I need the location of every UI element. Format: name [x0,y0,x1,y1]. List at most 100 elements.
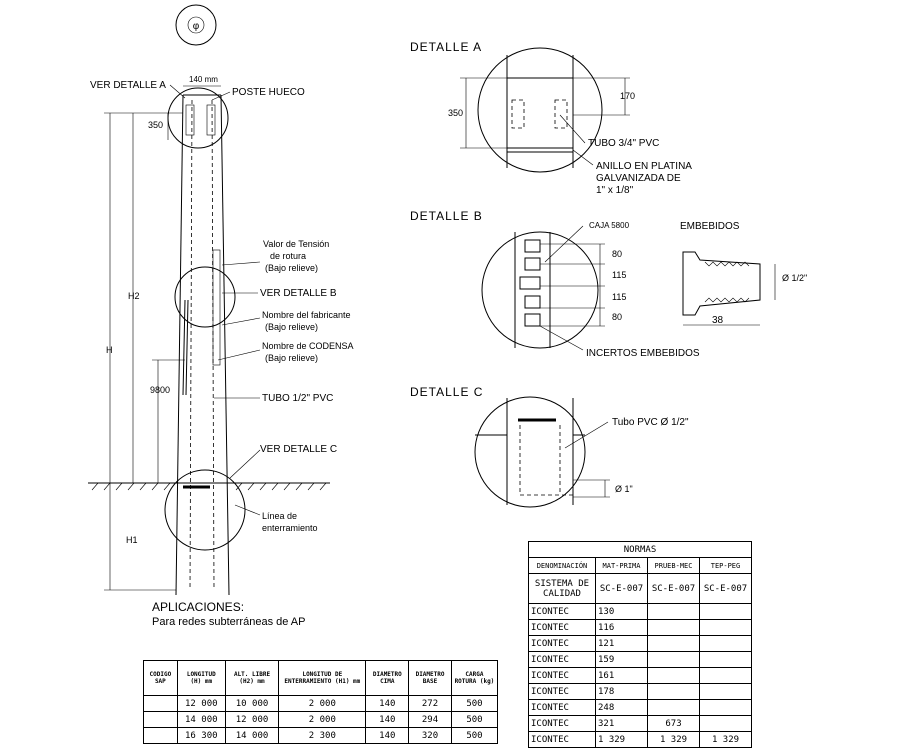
detalle-a-anillo: ANILLO EN PLATINA [596,161,692,172]
table-cell: 12 000 [176,695,226,712]
column-header: TEP-PEG [699,557,752,574]
normas-table: NORMAS DENOMINACIÓN MAT-PRIMA PRUEB-MEC … [528,541,752,748]
table-cell [647,699,700,716]
table-row: SISTEMA DE CALIDAD SC-E-007 SC-E-007 SC-… [528,573,752,604]
table-cell: ICONTEC [528,731,596,748]
table-cell [647,683,700,700]
detalle-b-dim: 115 [612,270,626,280]
dimensions-table: CODIGO SAP LONGITUD (H) mm ALT. LIBRE (H… [143,660,499,744]
label-fabricante-2: (Bajo relieve) [265,322,318,332]
embebidos-title: EMBEBIDOS [680,221,740,232]
table-cell [699,635,752,652]
table-cell: 1 329 [595,731,648,748]
table-header-row: DENOMINACIÓN MAT-PRIMA PRUEB-MEC TEP-PEG [528,557,752,574]
detalle-b-dim: 115 [612,292,626,302]
table-cell: 248 [595,699,648,716]
table-cell: 130 [595,603,648,620]
table-cell: 140 [365,711,410,728]
detalle-a-drawing [460,47,630,173]
table-cell [699,667,752,684]
table-cell [143,727,178,744]
detalle-b-title: DETALLE B [410,209,483,223]
table-cell [699,603,752,620]
column-header: CARGA ROTURA (kg) [450,660,499,696]
column-header: PRUEB-MEC [647,557,700,574]
table-cell [647,651,700,668]
detalle-a-350: 350 [448,108,463,118]
detalle-a-anillo-2: GALVANIZADA DE [596,173,681,184]
detalle-c-dia: Ø 1" [615,484,633,494]
label-linea-enterramiento: Línea de [262,511,297,521]
table-cell: 10 000 [224,695,280,712]
table-cell: 321 [595,715,648,732]
detalle-b-caja: CAJA 5800 [589,221,630,230]
label-h2: H2 [128,291,140,301]
detalle-c-tubo: Tubo PVC Ø 1/2" [612,417,689,428]
label-codensa-2: (Bajo relieve) [265,353,318,363]
table-cell [143,711,178,728]
embebido-insert-drawing [682,251,776,326]
detalle-a-tubo: TUBO 3/4" PVC [588,138,659,149]
table-cell [647,635,700,652]
label-codensa: Nombre de CODENSA [262,341,354,351]
detalle-b-drawing [481,225,605,351]
column-header: LONGITUD (H) mm [176,660,226,696]
table-cell: 121 [595,635,648,652]
table-cell: 14 000 [176,711,226,728]
column-header: DENOMINACIÓN [528,557,596,574]
table-cell: 159 [595,651,648,668]
label-ver-detalle-a: VER DETALLE A [90,80,166,91]
table-cell: ICONTEC [528,635,596,652]
table-cell: ICONTEC [528,715,596,732]
table-cell: 178 [595,683,648,700]
label-dim-350: 350 [148,120,163,130]
pole-top-symbol: φ [175,4,217,46]
column-header: CODIGO SAP [143,660,178,696]
detalle-c-drawing [474,396,610,508]
table-cell [699,715,752,732]
table-cell: 673 [647,715,700,732]
table-cell [647,603,700,620]
table-cell: 14 000 [224,727,280,744]
column-header: ALT. LIBRE (H2) mm [224,660,280,696]
table-cell: SC-E-007 [699,573,752,604]
label-fabricante: Nombre del fabricante [262,310,351,320]
column-header: DIAMETRO BASE [408,660,452,696]
table-cell: ICONTEC [528,603,596,620]
table-cell [699,699,752,716]
aplicaciones-text: Para redes subterráneas de AP [152,616,305,628]
label-h: H [106,345,113,355]
normas-title: NORMAS [528,541,752,558]
label-ver-detalle-c: VER DETALLE C [260,444,337,455]
label-valor-tension: Valor de Tensión [263,239,329,249]
label-linea-enterramiento-2: enterramiento [262,523,318,533]
label-tubo-pvc: TUBO 1/2" PVC [262,393,333,404]
table-cell: 1 329 [699,731,752,748]
label-valor-tension-3: (Bajo relieve) [265,263,318,273]
table-cell: 140 [365,695,410,712]
table-cell: 2 000 [278,695,367,712]
pole-elevation [88,84,330,596]
embebidos-length: 38 [712,315,724,326]
table-cell: 2 300 [278,727,367,744]
table-cell [647,667,700,684]
table-cell: 500 [450,695,499,712]
column-header: MAT-PRIMA [595,557,648,574]
table-cell [699,683,752,700]
table-cell: 294 [408,711,452,728]
table-cell: 161 [595,667,648,684]
table-cell: 16 300 [176,727,226,744]
table-cell: 12 000 [224,711,280,728]
label-width-140: 140 mm [189,75,218,84]
table-cell: 140 [365,727,410,744]
table-cell: ICONTEC [528,683,596,700]
table-cell: 116 [595,619,648,636]
